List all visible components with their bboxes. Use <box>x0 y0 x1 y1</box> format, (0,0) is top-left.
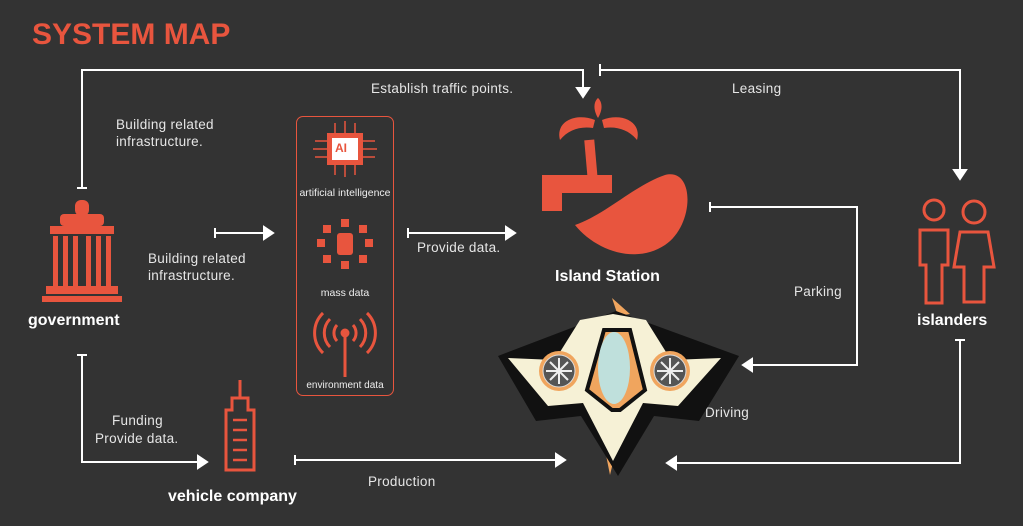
label-ai: artificial intelligence <box>299 187 391 199</box>
data-sources-box: AI artificial intelligence mass data env… <box>296 116 394 396</box>
label-production: Production <box>368 474 436 489</box>
label-environment-data: environment data <box>306 380 384 391</box>
node-island-station: Island Station <box>555 268 660 285</box>
traffic-line <box>81 69 584 188</box>
node-islanders: islanders <box>917 312 988 329</box>
label-funding: Funding <box>112 413 163 428</box>
label-parking: Parking <box>794 284 842 299</box>
arrowhead <box>575 87 591 99</box>
label-infra-top: Building related infrastructure. <box>116 117 214 149</box>
database-icon <box>317 219 373 269</box>
label-funding-provide: Provide data. <box>95 431 179 446</box>
antenna-icon <box>313 311 377 377</box>
ai-chip-icon <box>313 121 377 177</box>
label-infra-mid: Building related infrastructure. <box>148 251 246 283</box>
label-mass-data: mass data <box>320 287 370 299</box>
node-government: government <box>28 312 120 329</box>
page-title: SYSTEM MAP <box>32 18 231 51</box>
label-leasing: Leasing <box>732 81 782 96</box>
ai-badge: AI <box>335 141 347 155</box>
label-provide: Provide data. <box>417 240 501 255</box>
label-traffic: Establish traffic points. <box>371 81 514 96</box>
node-vehicle-company: vehicle company <box>168 488 297 505</box>
label-driving: Driving <box>705 405 750 420</box>
